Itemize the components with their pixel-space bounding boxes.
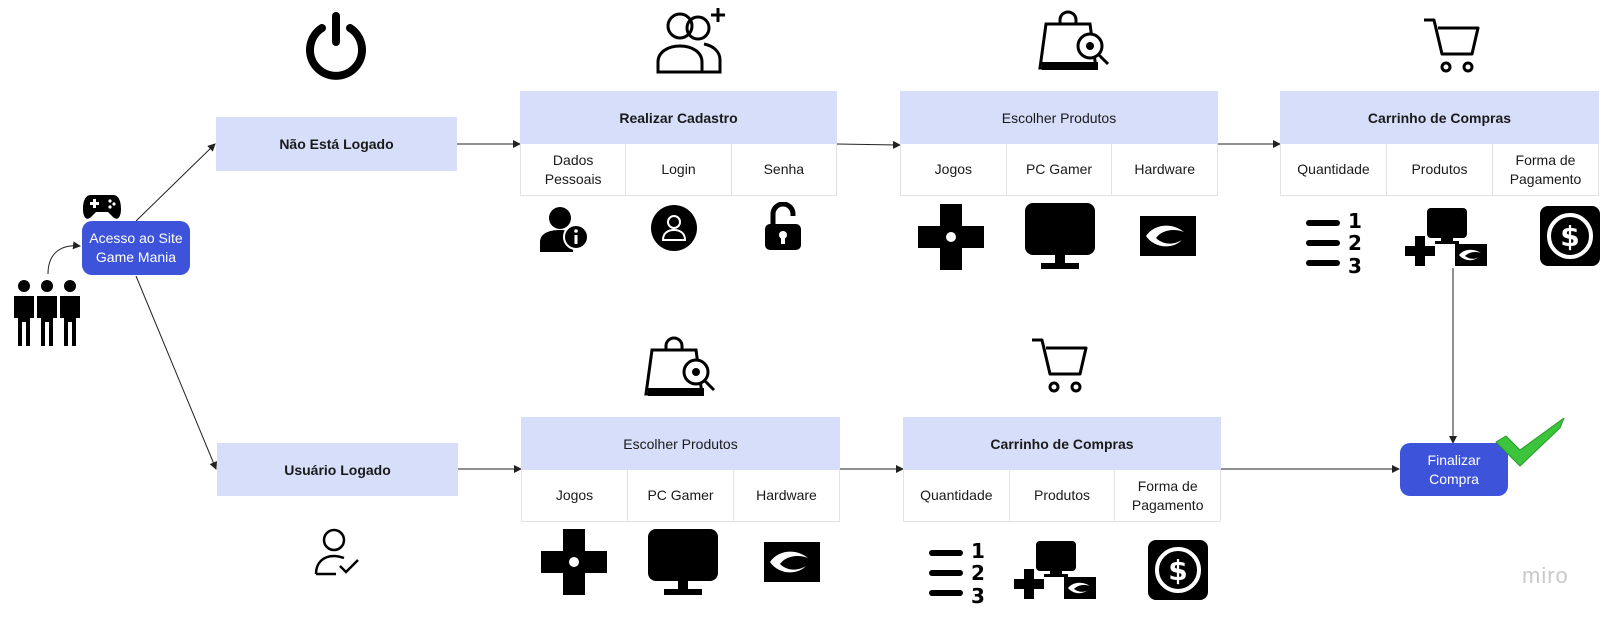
nvidia-icon (764, 542, 820, 587)
finish-node: Finalizar Compra (1400, 443, 1508, 496)
top-cart-cell: Quantidade (1281, 144, 1387, 195)
bottom-products-cell: Jogos (522, 470, 628, 521)
dollar-icon: $ (1540, 206, 1600, 271)
user-info-icon (540, 206, 590, 257)
cart-icon (1030, 336, 1088, 399)
status-logged: Usuário Logado (217, 443, 458, 496)
products-combo-icon (1403, 208, 1489, 277)
miro-watermark: miro (1522, 563, 1569, 588)
svg-text:2: 2 (971, 561, 985, 585)
bottom-products-title: Escolher Produtos (521, 417, 840, 470)
svg-text:3: 3 (1348, 254, 1362, 278)
checkmark-icon (1494, 416, 1570, 473)
register-cell: Dados Pessoais (521, 144, 627, 195)
bottom-cart-table: Carrinho de Compras Quantidade Produtos … (903, 417, 1221, 522)
monitor-icon (1025, 203, 1095, 276)
bottom-products-cell: PC Gamer (628, 470, 734, 521)
start-node: Acesso ao Site Game Mania (82, 221, 190, 275)
user-circle-icon (650, 204, 698, 257)
top-cart-cell: Produtos (1387, 144, 1493, 195)
top-cart-title: Carrinho de Compras (1280, 91, 1599, 144)
dpad-icon (541, 529, 607, 600)
svg-text:2: 2 (1348, 231, 1362, 255)
bottom-cart-title: Carrinho de Compras (903, 417, 1221, 470)
svg-text:$: $ (1560, 220, 1579, 253)
top-products-cell: Hardware (1134, 161, 1196, 177)
bottom-cart-cell: Forma de Pagamento (1131, 477, 1204, 513)
status-not-logged: Não Está Logado (216, 117, 457, 171)
monitor-icon (648, 529, 718, 602)
dollar-icon: $ (1148, 540, 1208, 605)
svg-text:3: 3 (971, 584, 985, 608)
bottom-products-cell: Hardware (756, 487, 817, 503)
top-products-cell: Jogos (901, 144, 1007, 195)
dpad-icon (918, 204, 984, 275)
add-user-icon (654, 4, 728, 81)
register-table: Realizar Cadastro Dados Pessoais Login S… (520, 91, 837, 196)
power-icon (302, 12, 370, 85)
svg-text:1: 1 (1348, 210, 1362, 233)
top-cart-table: Carrinho de Compras Quantidade Produtos … (1280, 91, 1599, 196)
register-title: Realizar Cadastro (520, 91, 837, 144)
svg-text:1: 1 (971, 540, 985, 563)
products-combo-icon (1012, 541, 1098, 610)
user-check-icon (314, 528, 362, 583)
svg-text:$: $ (1168, 554, 1187, 587)
register-cell: Login (626, 144, 732, 195)
users-icon (10, 280, 84, 353)
bottom-products-table: Escolher Produtos Jogos PC Gamer Hardwar… (521, 417, 840, 522)
unlock-icon (763, 201, 803, 257)
top-products-title: Escolher Produtos (900, 91, 1218, 144)
shopping-bag-search-icon (1038, 10, 1112, 79)
cart-icon (1422, 16, 1480, 79)
gamepad-icon (83, 193, 121, 226)
top-products-cell: PC Gamer (1007, 144, 1113, 195)
top-cart-cell: Forma de Pagamento (1509, 151, 1582, 187)
bottom-cart-cell: Quantidade (904, 470, 1010, 521)
bottom-cart-cell: Produtos (1010, 470, 1116, 521)
top-products-table: Escolher Produtos Jogos PC Gamer Hardwar… (900, 91, 1218, 196)
nvidia-icon (1140, 216, 1196, 261)
register-cell: Senha (763, 161, 805, 177)
shopping-bag-search-icon (644, 336, 718, 405)
